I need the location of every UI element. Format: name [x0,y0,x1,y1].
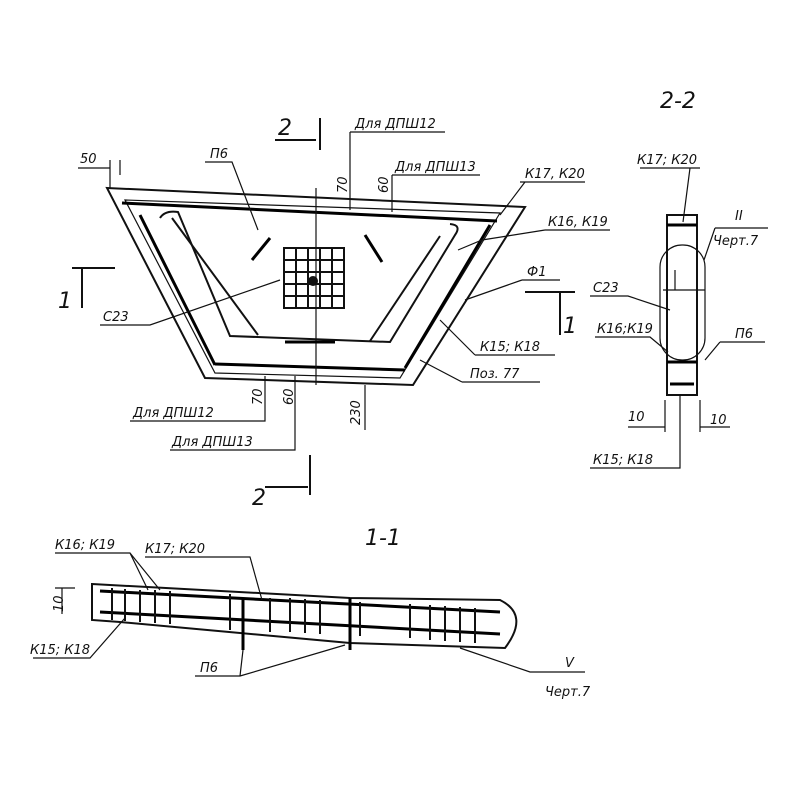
leader-p6-1-1 [195,644,346,677]
dim-60-bottom: 60 [282,388,297,405]
label-k17-k20-1-1: К17; К20 [145,542,205,557]
label-chert7-2-2: Черт.7 [713,234,759,249]
leader-f1 [464,279,560,301]
label-k15-k18-1-1: К15; К18 [30,643,90,658]
dim-50: 50 [80,152,97,167]
bottom-rebar [214,362,406,372]
label-p6: П6 [210,147,228,162]
label-c23: С23 [103,310,129,325]
label-k15-k18-2-2: К15; К18 [593,453,653,468]
leader-c23 [100,279,281,326]
label-k16-k19: К16, К19 [548,215,608,230]
bar-p6 [250,234,384,263]
dim-10-lines [628,400,730,432]
section-1-right-marker [525,291,575,335]
inner-frame-right [369,235,441,342]
top-rebar [121,201,498,223]
section-1-1-stirrups [111,588,476,643]
mesh-c23 [283,247,345,309]
leader-k15 [439,319,555,356]
label-p6-1-1: П6 [200,661,218,676]
dim-70-bottom: 70 [251,388,266,405]
label-dpsh12-bottom: Для ДПШ12 [132,406,214,421]
label-c23-2-2: С23 [593,281,619,296]
dim-60-top: 60 [377,176,392,193]
label-dpsh13-bottom: Для ДПШ13 [171,435,253,450]
leader-k17-1-1 [145,556,263,601]
dim-10-left: 10 [628,410,645,425]
section-2-bottom-label: 2 [252,486,266,511]
leader-k17-2-2 [640,167,700,223]
section-2-bottom-marker [265,455,311,495]
section-1-left-label: 1 [58,289,72,314]
dim-230: 230 [349,400,364,425]
leader-k16-2-2 [595,336,669,353]
inner-frame-left [171,217,259,336]
leader-dpsh12-top [349,131,445,210]
section-1-left-marker [72,267,115,308]
dim-10-1-1: 10 [52,595,67,612]
label-chert7-1-1: Черт.7 [545,685,591,700]
dim-10-1-1-lines [55,587,75,614]
dim-10-right: 10 [710,413,727,428]
right-rebar [403,224,492,369]
section-1-1: 1-1 К16; К19 К17; К20 10 К15; К18 П6 V Ч… [30,526,591,700]
label-k16-k19-2-2: К16;К19 [597,322,653,337]
section-1-1-title: 1-1 [365,526,401,551]
leader-p6-2-2 [704,341,765,361]
leader-k17 [499,181,585,216]
section-2-2-title: 2-2 [660,89,696,114]
leader-k15-2-2 [590,395,681,469]
leader-detail-ii [703,227,768,261]
outer-contour [105,186,527,387]
leader-p6 [205,161,259,231]
leader-detail-v [459,647,585,673]
inner-contour [123,199,502,379]
label-k17-k20-2-2: К17; К20 [637,153,697,168]
label-poz77: Поз. 77 [470,367,520,382]
label-k15-k18: К15; К18 [480,340,540,355]
label-k16-k19-1-1: К16; К19 [55,538,115,553]
leader-k16-1-1 [55,552,161,591]
dim-70-top: 70 [336,176,351,193]
plan-view: 2 2 1 1 50 П6 Для ДПШ12 Для ДПШ13 70 60 … [58,116,610,511]
leader-dpsh13-top [391,174,480,212]
section-2-2-c23 [663,270,705,291]
label-dpsh13-top: Для ДПШ13 [394,160,476,175]
section-1-1-rebars [99,589,501,636]
detail-ii-outline [659,244,706,361]
label-k17-k20: К17, К20 [525,167,585,182]
section-2-top-marker [275,118,321,150]
leader-k16 [457,229,610,251]
section-2-2: 2-2 К17; К20 II Черт.7 С23 К16;К19 П6 10… [590,89,768,469]
left-rebar [138,214,217,366]
section-2-2-bars [667,223,697,386]
leader-dpsh12-bottom [130,376,266,422]
dim-50-lines [78,160,121,188]
label-dpsh12-top: Для ДПШ12 [354,117,436,132]
leader-poz77 [419,359,540,383]
leader-k15-1-1 [33,617,126,659]
section-1-right-label: 1 [563,314,577,339]
section-1-1-p6-bars [241,598,352,650]
label-p6-2-2: П6 [735,327,753,342]
label-detail-ii: II [735,209,743,224]
label-f1: Ф1 [527,265,546,280]
inner-frame [159,210,459,344]
section-2-top-label: 2 [278,116,292,141]
leader-c23-2-2 [590,295,671,311]
label-detail-v: V [565,656,575,671]
leader-dpsh13-bottom [170,376,296,451]
section-1-1-body [91,582,518,650]
section-2-2-body [666,214,698,396]
